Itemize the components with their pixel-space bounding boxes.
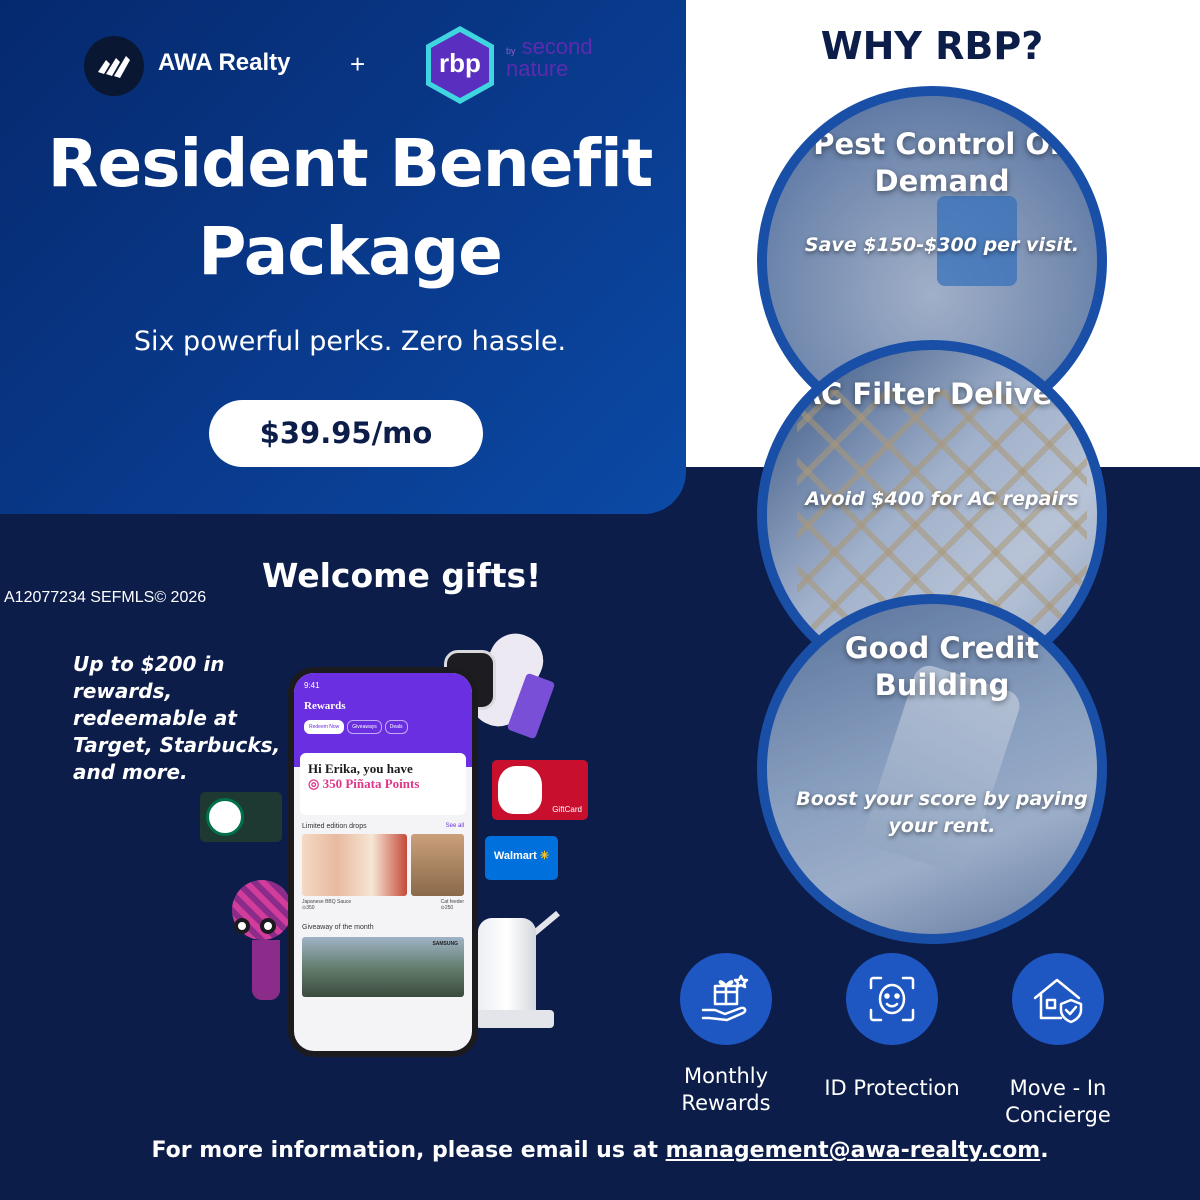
target-gift-card: GiftCard (492, 760, 588, 820)
drops-section-header: Limited edition drops See all (294, 815, 472, 834)
giveaway-tv-image[interactable]: SAMSUNG (302, 937, 464, 997)
footer-period: . (1040, 1138, 1049, 1163)
starbucks-card (200, 792, 282, 842)
hero-tagline: Six powerful perks. Zero hassle. (133, 326, 567, 357)
page-title: Resident Benefit Package (47, 125, 654, 290)
benefit-note: Avoid $400 for AC repairs (805, 488, 1079, 510)
tv-brand: SAMSUNG (432, 941, 458, 947)
second-nature-logo: by second nature (506, 36, 606, 80)
tab-giveaways[interactable]: Giveaways (347, 720, 382, 734)
product-image-bbq-sauce[interactable] (302, 834, 407, 896)
plus-sign: + (350, 49, 366, 79)
rewards-app-screen: 9:41 Rewards Redeem Now Giveaways Deals … (294, 673, 472, 1051)
welcome-gifts-title: Welcome gifts! (262, 556, 542, 595)
kettle-image (476, 902, 568, 1028)
gift-hand-icon (680, 953, 772, 1045)
points-value: 350 Piñata Points (322, 776, 420, 791)
product-image-cat-feeder[interactable] (410, 834, 464, 896)
starbucks-logo-icon (206, 798, 244, 836)
product-row (294, 834, 472, 896)
rbp-logo-icon: rbp (419, 24, 501, 106)
sprayer-image (937, 196, 1017, 286)
feature-label: Monthly Rewards (681, 1064, 771, 1115)
house-shield-icon (1012, 953, 1104, 1045)
price-button[interactable]: $39.95/mo (209, 400, 483, 467)
greeting: Hi Erika, you have (308, 761, 413, 776)
awa-brand-name: AWA Realty (158, 49, 291, 76)
benefit-title: Pest Control On Demand (813, 127, 1071, 198)
feature-id-protection: ID Protection (802, 953, 982, 1102)
status-time: 9:41 (304, 681, 320, 690)
target-dog-icon (498, 766, 542, 814)
benefit-title: Good Credit Building (844, 631, 1040, 702)
rewards-phone: 9:41 Rewards Redeem Now Giveaways Deals … (288, 667, 478, 1057)
feature-move-in-concierge: Move - In Concierge (968, 953, 1148, 1129)
tab-deals[interactable]: Deals (384, 720, 408, 734)
benefit-title: AC Filter Delivery (798, 377, 1086, 411)
feature-monthly-rewards: Monthly Rewards (636, 953, 816, 1117)
welcome-gifts-text: Up to $200 in rewards, redeemable at Tar… (73, 652, 281, 784)
face-id-icon (846, 953, 938, 1045)
walmart-card-label: Walmart (493, 850, 537, 862)
target-card-label: GiftCard (552, 805, 582, 814)
points-balance: ◎ 350 Piñata Points (308, 776, 420, 791)
benefit-note: Save $150-$300 per visit. (804, 234, 1080, 256)
benefit-circle-credit: Good Credit Building Boost your score by… (757, 594, 1107, 944)
pinata-plush-image (232, 880, 294, 1000)
tab-redeem-now[interactable]: Redeem Now (304, 720, 345, 734)
partner-by: by (506, 46, 516, 56)
brand-row: AWA Realty + rbp by second nature (84, 26, 614, 104)
email-link[interactable]: management@awa-realty.com (665, 1138, 1041, 1163)
drops-section-title: Limited edition drops (302, 823, 367, 830)
app-tabs: Redeem Now Giveaways Deals (304, 720, 462, 734)
product-label: Cat feeder⊙250 (440, 899, 464, 911)
rbp-mark: rbp (439, 48, 481, 78)
feature-label: ID Protection (824, 1076, 960, 1100)
benefit-note: Boost your score by paying your rent. (796, 788, 1088, 837)
mls-watermark: A12077234 SEFMLS© 2026 (4, 589, 207, 606)
partner-name: second nature (506, 34, 593, 81)
walmart-card: Walmart ✳ (485, 836, 558, 880)
footer-contact: For more information, please email us at… (0, 1138, 1200, 1163)
footer-text: For more information, please email us at (151, 1138, 658, 1163)
feature-label: Move - In Concierge (1005, 1076, 1111, 1127)
product-label: Japanese BBQ Sauce⊙350 (302, 899, 352, 911)
giveaway-title: Giveaway of the month (302, 924, 374, 931)
awa-logo-icon (84, 36, 144, 96)
see-all-link[interactable]: See all (445, 823, 464, 829)
why-rbp-title: WHY RBP? (820, 24, 1044, 68)
walmart-spark-icon: ✳ (539, 850, 550, 862)
app-header: 9:41 Rewards Redeem Now Giveaways Deals (294, 673, 472, 767)
app-title: Rewards (304, 700, 346, 712)
product-labels: Japanese BBQ Sauce⊙350 Cat feeder⊙250 (294, 896, 472, 914)
points-card: Hi Erika, you have ◎ 350 Piñata Points (300, 753, 466, 815)
